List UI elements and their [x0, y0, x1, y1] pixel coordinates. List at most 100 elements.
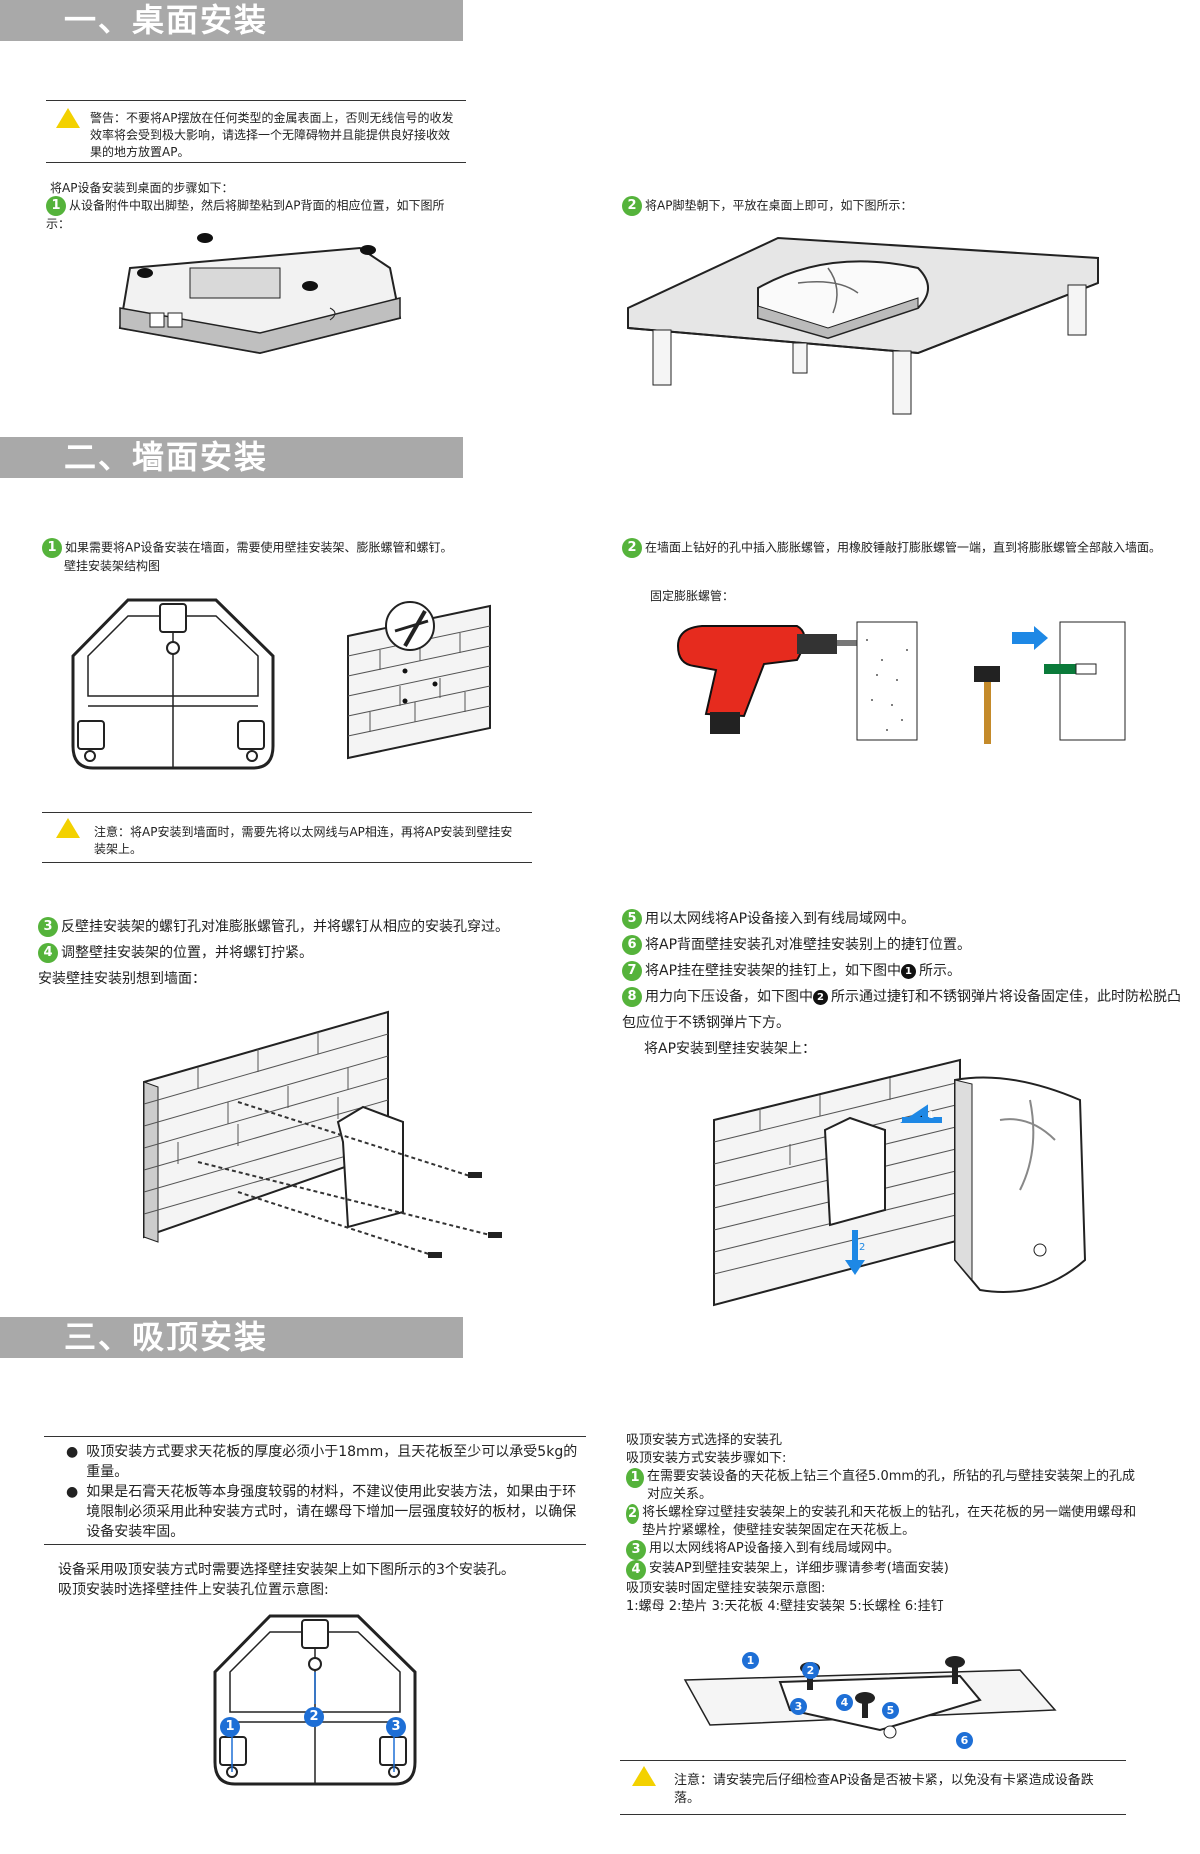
paragraph: 吸顶安装方式选择的安装孔: [626, 1433, 783, 1448]
drill-hammer-illustration: [676, 621, 1126, 744]
bullet-item: ● 如果是石膏天花板等本身强度较弱的材料，不建议使用此安装方法，如果由于环境限制必…: [66, 1482, 581, 1542]
diagram-title: 吸顶安装时固定壁挂安装架示意图:: [626, 1581, 826, 1596]
section-banner-ceiling: 三、吸顶安装: [0, 1317, 463, 1358]
paragraph: 设备采用吸顶安装方式时需要选择壁挂安装架上如下图所示的3个安装孔。: [58, 1562, 515, 1578]
divider: [46, 162, 466, 163]
step-number-icon: 3: [626, 1540, 646, 1560]
divider: [44, 1544, 586, 1545]
step-number-icon: 5: [622, 909, 642, 929]
step-number-icon: 6: [622, 935, 642, 955]
warning-icon: [632, 1766, 656, 1790]
ceiling-fixing-diagram: [683, 1656, 1057, 1739]
step-text: 将长螺栓穿过壁挂安装架上的安装孔和天花板上的钻孔，在天花板的另一端使用螺母和垫片…: [642, 1505, 1137, 1538]
ceiling-requirements: ● 吸顶安装方式要求天花板的厚度必须小于18mm，且天花板至少可以承受5kg的重量…: [66, 1442, 581, 1542]
bullet-icon: ●: [66, 1444, 79, 1460]
step-text: 反壁挂安装架的螺钉孔对准膨胀螺管孔，并将螺钉从相应的安装孔穿过。: [61, 919, 509, 935]
wall-note-text: 注意：将AP安装到墙面时，需要先将以太网线与AP相连，再将AP安装到壁挂安装架上…: [94, 825, 513, 856]
marker-icon: 1: [901, 963, 917, 979]
step-text: 在墙面上钻好的孔中插入膨胀螺管，用橡胶锤敲打膨胀螺管一端，直到将膨胀螺管全部敲入…: [645, 540, 1162, 555]
bullet-icon: ●: [66, 1484, 79, 1500]
divider: [44, 1436, 586, 1437]
section-banner-desktop: 一、桌面安装: [0, 0, 463, 41]
marker-icon: 2: [813, 989, 828, 1005]
section-banner-wall: 二、墙面安装: [0, 437, 463, 478]
section-title: 三、吸顶安装: [64, 1318, 269, 1356]
step-number-icon: 1: [46, 196, 66, 216]
step-text: 将AP挂在壁挂安装架的挂钉上，如下图中: [645, 963, 902, 979]
brick-wall-marking-illustration: [347, 601, 491, 760]
bullet-text: 如果是石膏天花板等本身强度较弱的材料，不建议使用此安装方法，如果由于环境限制必须…: [86, 1484, 577, 1540]
ap-mount-to-bracket-illustration: 1 2: [713, 1058, 1087, 1307]
arrow-2-label: 2: [859, 1242, 865, 1253]
step-number-icon: 3: [38, 917, 58, 937]
warning-icon: [56, 108, 80, 132]
divider: [42, 862, 532, 863]
part-label-3: 3: [790, 1696, 810, 1715]
section-title: 一、桌面安装: [64, 1, 269, 39]
step-number-icon: 4: [626, 1560, 646, 1580]
step-subtitle: 壁挂安装架结构图: [64, 559, 161, 573]
step-number-icon: 2: [626, 1504, 640, 1524]
divider: [620, 1814, 1126, 1815]
part-label-1: 1: [742, 1650, 762, 1669]
hole-label-2: 2: [304, 1706, 327, 1727]
step-number-icon: 2: [622, 538, 642, 558]
step-text: 如果需要将AP设备安装在墙面，需要使用壁挂安装架、膨胀螺管和螺钉。: [65, 540, 453, 555]
step-text: 用以太网线将AP设备接入到有线局域网中。: [649, 1541, 900, 1556]
warning-text: 警告：不要将AP摆放在任何类型的金属表面上，否则无线信号的收发效率将会受到极大影…: [90, 111, 454, 159]
parts-legend: 1:螺母 2:垫片 3:天花板 4:壁挂安装架 5:长螺栓 6:挂钉: [626, 1599, 944, 1614]
divider: [46, 100, 466, 101]
warning-icon: [56, 818, 80, 842]
desktop-intro: 将AP设备安装到桌面的步骤如下：: [50, 181, 234, 195]
divider: [620, 1760, 1126, 1761]
step-text: 所示通过捷钉和不锈钢弹片将设备固定佳，此时防松脱凸包应位于不锈钢弹片下方。: [622, 989, 1181, 1031]
hole-label-3: 3: [386, 1716, 409, 1737]
ceiling-left-text: 设备采用吸顶安装方式时需要选择壁挂安装架上如下图所示的3个安装孔。 吸顶安装时选…: [58, 1560, 598, 1600]
step-subtitle: 固定膨胀螺管：: [650, 589, 735, 603]
step-number-icon: 4: [38, 943, 58, 963]
step-number-icon: 1: [42, 538, 62, 558]
ceiling-bracket-holes-diagram: [213, 1614, 417, 1786]
part-label-5: 5: [882, 1700, 902, 1719]
ap-on-table-illustration: [627, 236, 1099, 415]
step-text: 所示。: [919, 963, 962, 979]
step-text: 安装AP到壁挂安装架上，详细步骤请参考(墙面安装): [649, 1561, 949, 1576]
step-text: 将AP脚垫朝下，平放在桌面上即可，如下图所示：: [645, 198, 913, 213]
divider: [42, 812, 532, 813]
bullet-text: 吸顶安装方式要求天花板的厚度必须小于18mm，且天花板至少可以承受5kg的重量。: [86, 1444, 578, 1480]
step-text: 从设备附件中取出脚垫，然后将脚垫粘到AP背面的相应位置，如下图所示：: [46, 198, 445, 232]
caption: 安装壁挂安装别想到墙面：: [38, 971, 206, 987]
wall-bracket-structure-diagram: [71, 598, 275, 770]
step-text: 在需要安装设备的天花板上钻三个直径5.0mm的孔，所钻的孔与壁挂安装架上的孔成对…: [647, 1469, 1136, 1502]
step-text: 用以太网线将AP设备接入到有线局域网中。: [645, 911, 916, 927]
hole-label-1: 1: [220, 1716, 243, 1737]
arrow-1-label: 1: [928, 1110, 934, 1121]
section-title: 二、墙面安装: [64, 438, 269, 476]
part-label-6: 6: [956, 1730, 976, 1749]
paragraph: 吸顶安装方式安装步骤如下:: [626, 1451, 787, 1466]
paragraph: 吸顶安装时选择壁挂件上安装孔位置示意图:: [58, 1582, 329, 1598]
step-text: 用力向下压设备，如下图中: [645, 989, 813, 1005]
caption: 将AP安装到壁挂安装架上：: [644, 1041, 817, 1057]
step-number-icon: 7: [622, 961, 642, 981]
step-number-icon: 8: [622, 987, 642, 1007]
part-label-4: 4: [836, 1692, 856, 1711]
bullet-item: ● 吸顶安装方式要求天花板的厚度必须小于18mm，且天花板至少可以承受5kg的重量…: [66, 1442, 581, 1482]
bracket-screw-to-wall-illustration: [143, 1010, 502, 1258]
